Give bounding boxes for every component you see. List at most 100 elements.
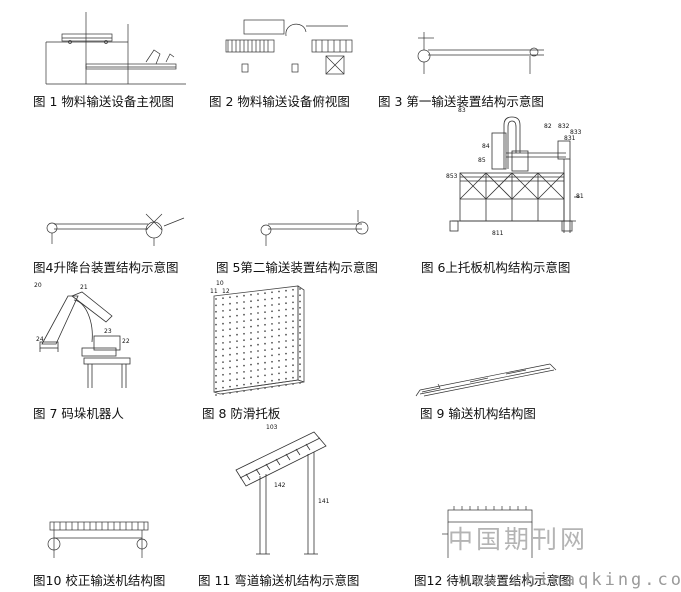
pallet-hole [264,330,266,332]
pallet-hole [285,321,287,323]
pallet-hole [285,377,287,380]
figure-5-caption: 图 5第二输送装置结构示意图 [216,260,378,275]
pallet-hole [292,288,294,291]
pallet-hole [271,386,273,388]
pallet-hole [250,363,252,366]
pallet-hole [222,303,224,306]
pallet-hole [236,384,238,387]
pallet-hole [299,288,301,290]
fig6-label-833: 833 [570,129,582,136]
pallet-hole [250,319,252,322]
pallet-hole [278,353,280,356]
fig8-label-12: 12 [222,288,230,295]
pallet-hole [215,310,217,313]
pallet-hole [222,361,224,363]
pallet-hole [243,332,245,335]
fig7-label-20: 20 [34,282,42,289]
pallet-hole [278,315,280,318]
pallet-hole [222,367,224,370]
pallet-hole [236,352,238,355]
pallet-hole [292,358,294,360]
pallet-hole [236,340,238,342]
pallet-hole [292,364,294,367]
pallet-hole [292,383,294,385]
pallet-hole [264,380,266,383]
figure-1-caption: 图 1 物料输送设备主视图 [33,94,174,109]
pallet-hole [257,305,259,308]
pallet-hole [299,306,301,309]
pallet-hole [222,386,224,389]
pallet-hole [299,338,301,340]
pallet-hole [222,322,224,325]
figure-4-drawing [46,200,186,250]
pallet-hole [292,339,294,341]
pallet-hole [285,340,287,342]
pallet-hole [271,373,273,376]
pallet-hole [229,360,231,362]
fig7-label-23: 23 [104,328,112,335]
pallet-hole [250,344,252,347]
fig11-label-103: 103 [266,424,278,431]
pallet-hole [285,289,287,292]
pallet-hole [285,296,287,298]
fig7-label-21: 21 [80,284,88,291]
pallet-hole [264,336,266,339]
pallet-hole [292,314,294,316]
pallet-hole [257,331,259,333]
pallet-hole [236,391,238,393]
pallet-hole [215,394,217,396]
pallet-hole [250,293,252,296]
pallet-hole [243,313,245,316]
watermark-url: www.chinaqking.com [459,570,681,590]
fig11-label-142: 142 [274,482,286,489]
pallet-hole [250,370,252,372]
pallet-hole [278,372,280,375]
pallet-hole [229,385,231,388]
pallet-hole [278,359,280,362]
pallet-hole [299,325,301,328]
fig6-label-832: 832 [558,123,570,130]
fig6-label-831: 831 [564,135,576,142]
pallet-hole [243,383,245,386]
pallet-hole [264,374,266,377]
fig11-label-141: 141 [318,498,330,505]
pallet-hole [236,346,238,349]
pallet-hole [264,304,266,307]
pallet-hole [278,341,280,343]
pallet-hole [271,360,273,363]
pallet-hole [229,296,231,299]
pallet-hole [271,323,273,325]
pallet-hole [215,336,217,339]
pallet-hole [278,378,280,381]
pallet-hole [299,382,301,384]
pallet-hole [215,362,217,364]
pallet-hole [285,302,287,305]
pallet-hole [257,324,259,327]
fig6-label-85: 85 [478,157,486,164]
pallet-hole [299,350,301,353]
pallet-hole [222,329,224,331]
pallet-hole [285,384,287,386]
pallet-hole [257,362,259,365]
pallet-hole [236,295,238,298]
pallet-hole [250,306,252,309]
fig8-label-10: 10 [216,280,224,287]
figure-11-caption: 图 11 弯道输送机结构示意图 [198,573,360,588]
pallet-hole [243,339,245,342]
pallet-hole [243,390,245,392]
pallet-hole [285,333,287,336]
pallet-hole [222,348,224,351]
pallet-hole [264,311,266,313]
pallet-hole [285,314,287,317]
pallet-hole [236,327,238,330]
pallet-hole [292,320,294,323]
pallet-hole [236,365,238,368]
pallet-hole [236,321,238,323]
pallet-hole [264,323,266,326]
figure-4-caption: 图4升降台装置结构示意图 [33,260,179,275]
pallet-hole [257,375,259,378]
figure-7-caption: 图 7 码垛机器人 [33,406,124,421]
pallet-hole [292,307,294,310]
pallet-hole [243,358,245,361]
